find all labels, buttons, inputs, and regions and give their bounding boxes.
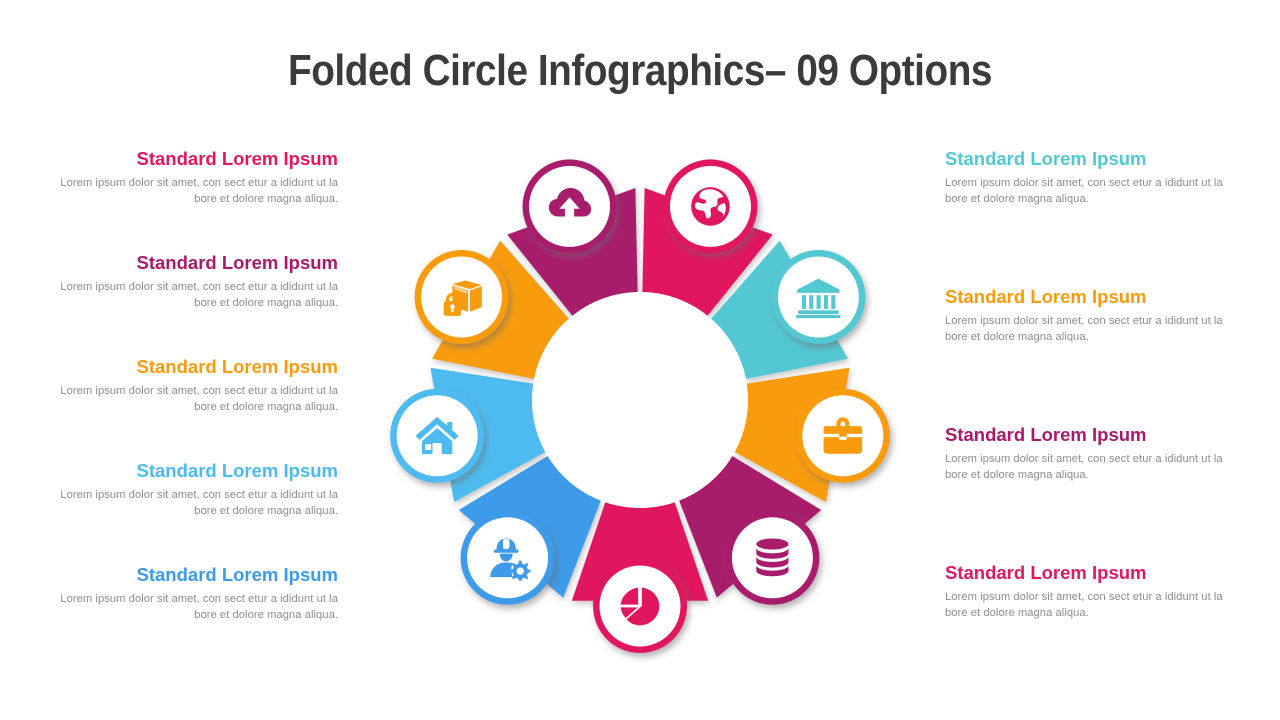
item-heading: Standard Lorem Ipsum (136, 460, 338, 481)
wheel-diagram (390, 159, 890, 653)
list-item[interactable]: Standard Lorem Ipsum Lorem ipsum dolor s… (945, 424, 1245, 506)
list-item[interactable]: Standard Lorem Ipsum Lorem ipsum dolor s… (945, 286, 1245, 368)
globe-icon (691, 187, 730, 226)
node-face (529, 165, 611, 247)
wheel-node-2[interactable] (771, 250, 866, 344)
item-heading: Standard Lorem Ipsum (136, 356, 338, 377)
right-text-column: Standard Lorem Ipsum Lorem ipsum dolor s… (945, 148, 1245, 700)
item-body: Lorem ipsum dolor sit amet, con sect etu… (945, 453, 1223, 481)
item-body: Lorem ipsum dolor sit amet, con sect etu… (60, 385, 338, 413)
list-item[interactable]: Standard Lorem Ipsum Lorem ipsum dolor s… (38, 252, 338, 334)
list-item[interactable]: Standard Lorem Ipsum Lorem ipsum dolor s… (945, 148, 1245, 230)
item-body: Lorem ipsum dolor sit amet, con sect etu… (945, 591, 1223, 619)
wheel-center-hole (532, 292, 748, 508)
item-heading: Standard Lorem Ipsum (945, 562, 1147, 583)
item-body: Lorem ipsum dolor sit amet, con sect etu… (945, 315, 1223, 343)
wheel-node-3[interactable] (795, 388, 890, 483)
list-item[interactable]: Standard Lorem Ipsum Lorem ipsum dolor s… (38, 356, 338, 438)
item-body: Lorem ipsum dolor sit amet, con sect etu… (60, 489, 338, 517)
left-text-column: Standard Lorem Ipsum Lorem ipsum dolor s… (38, 148, 338, 668)
list-item[interactable]: Standard Lorem Ipsum Lorem ipsum dolor s… (38, 148, 338, 230)
wheel-node-5[interactable] (593, 559, 687, 653)
list-item[interactable]: Standard Lorem Ipsum Lorem ipsum dolor s… (38, 460, 338, 542)
item-heading: Standard Lorem Ipsum (945, 148, 1147, 169)
item-body: Lorem ipsum dolor sit amet, con sect etu… (945, 177, 1223, 205)
wheel-node-7[interactable] (390, 388, 485, 483)
item-body: Lorem ipsum dolor sit amet, con sect etu… (60, 593, 338, 621)
list-item[interactable]: Standard Lorem Ipsum Lorem ipsum dolor s… (945, 562, 1245, 644)
item-heading: Standard Lorem Ipsum (136, 252, 338, 273)
wheel-node-1[interactable] (663, 159, 758, 254)
page-title: Folded Circle Infographics– 09 Options (287, 46, 993, 95)
wheel-node-9[interactable] (522, 159, 617, 254)
item-body: Lorem ipsum dolor sit amet, con sect etu… (60, 177, 338, 205)
wheel-icon-nodes (390, 159, 890, 653)
item-body: Lorem ipsum dolor sit amet, con sect etu… (60, 281, 338, 309)
wheel-node-8[interactable] (414, 250, 509, 344)
item-heading: Standard Lorem Ipsum (136, 564, 338, 585)
node-face (599, 565, 681, 647)
wheel-node-6[interactable] (460, 510, 555, 605)
item-heading: Standard Lorem Ipsum (136, 148, 338, 169)
item-heading: Standard Lorem Ipsum (945, 286, 1147, 307)
item-heading: Standard Lorem Ipsum (945, 424, 1147, 445)
folded-circle-wheel (352, 100, 928, 700)
wheel-node-4[interactable] (725, 510, 820, 605)
list-item[interactable]: Standard Lorem Ipsum Lorem ipsum dolor s… (38, 564, 338, 646)
